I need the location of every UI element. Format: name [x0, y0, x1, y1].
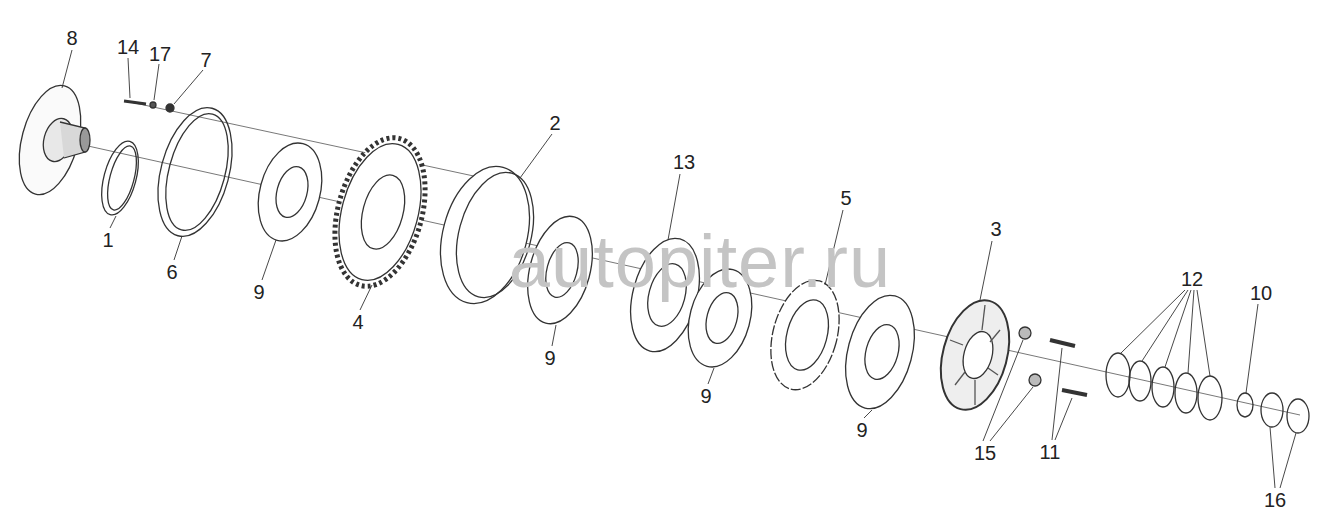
callout-number: 7	[200, 50, 211, 70]
callout-number: 16	[1264, 490, 1286, 510]
callout-number: 17	[149, 44, 171, 64]
callout-number: 12	[1181, 269, 1203, 289]
callout-number: 9	[700, 386, 711, 406]
callout-number: 14	[117, 37, 139, 57]
callout-number: 3	[990, 219, 1001, 239]
callout-number: 11	[1040, 442, 1061, 462]
callout-number: 1	[102, 230, 113, 250]
watermark: autopiter.ru	[509, 225, 891, 299]
callout-number: 10	[1250, 283, 1272, 303]
callout-number: 9	[856, 420, 867, 440]
callout-number: 9	[544, 348, 555, 368]
callout-number: 4	[352, 312, 363, 332]
callout-number: 9	[253, 282, 264, 302]
callout-number: 2	[549, 113, 560, 133]
callout-number: 5	[840, 188, 851, 208]
callout-number: 13	[673, 152, 695, 172]
callout-number: 6	[166, 262, 177, 282]
callout-number: 8	[66, 28, 77, 48]
callout-number: 15	[974, 443, 996, 463]
